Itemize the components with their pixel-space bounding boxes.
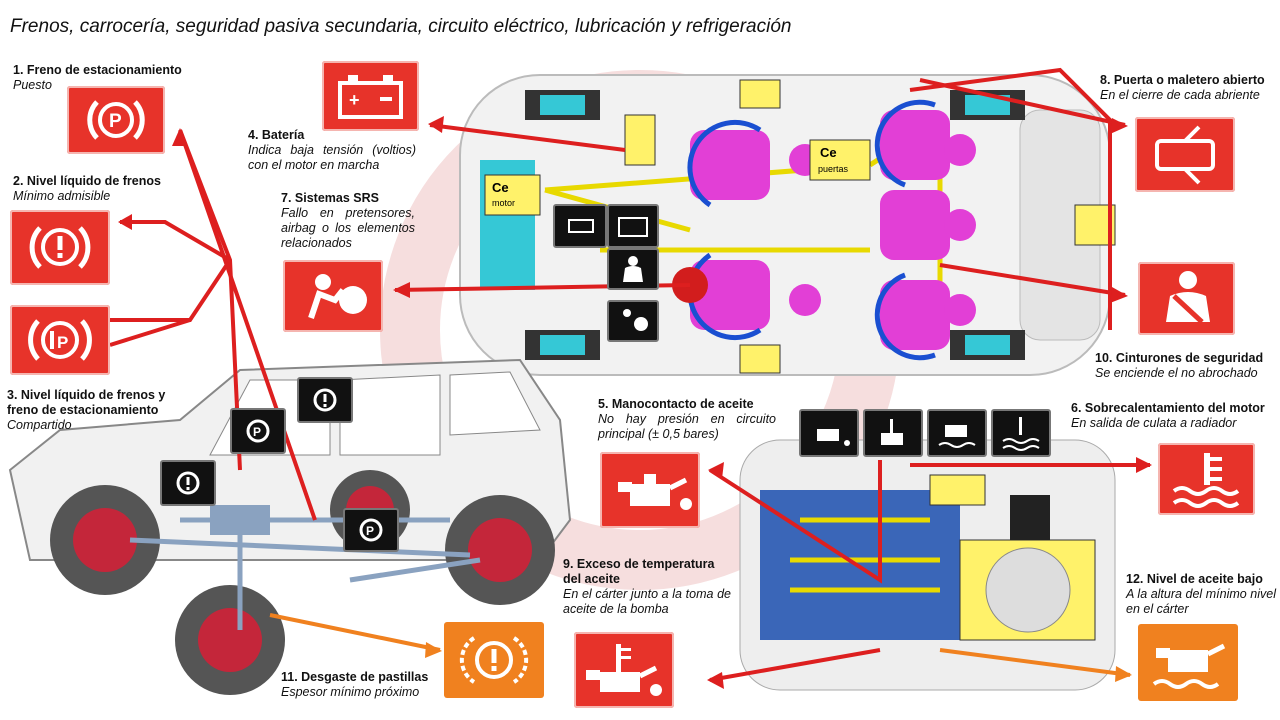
label-brake-shared: 3. Nivel líquido de frenos y freno de es… xyxy=(7,388,166,432)
coolant-temp-icon xyxy=(991,409,1051,457)
airbag-icon xyxy=(283,260,383,332)
page-title: Frenos, carrocería, seguridad pasiva sec… xyxy=(10,16,792,37)
brake-fluid-icon xyxy=(10,210,110,285)
door-open-icon xyxy=(1135,117,1235,192)
oil-pressure-icon xyxy=(799,409,859,457)
oil-pressure-icon xyxy=(600,452,700,528)
svg-text:P: P xyxy=(366,524,374,538)
ce-motor-sub: motor xyxy=(492,198,515,208)
pad-wear-icon xyxy=(444,622,544,698)
oil-level-icon xyxy=(927,409,987,457)
coolant-temp-icon xyxy=(1158,443,1255,515)
ce-doors-sub: puertas xyxy=(818,164,849,174)
pad-wear-connector xyxy=(269,613,441,652)
engine-view xyxy=(739,439,1116,691)
seatbelt-icon xyxy=(1138,262,1235,335)
brake-shared-icon: P xyxy=(230,408,286,454)
parking-brake-icon: P xyxy=(67,86,165,154)
battery-icon: + xyxy=(322,61,419,131)
seatbelt-icon xyxy=(607,248,659,290)
ce-motor-title: Ce xyxy=(492,180,509,195)
door-open-icon xyxy=(553,204,607,248)
oil-level-connector xyxy=(939,648,1131,677)
oil-level-icon xyxy=(1138,624,1238,701)
brake-fluid-icon xyxy=(160,460,216,506)
oil-temp-icon xyxy=(574,632,674,708)
brake-shared-icon: P xyxy=(10,305,110,375)
parking-brake-icon: P xyxy=(343,508,399,552)
svg-text:P: P xyxy=(57,333,68,352)
ce-doors-title: Ce xyxy=(820,145,837,160)
oil-temp-icon xyxy=(863,409,923,457)
arrowhead-orange xyxy=(1115,666,1132,682)
svg-text:P: P xyxy=(253,425,261,439)
svg-text:+: + xyxy=(349,90,360,110)
battery-icon xyxy=(607,204,659,248)
arrowhead-orange xyxy=(425,642,442,658)
arrowheads xyxy=(118,116,1152,689)
airbag-icon xyxy=(607,300,659,342)
svg-text:P: P xyxy=(109,111,122,132)
brake-fluid-icon xyxy=(297,377,353,423)
